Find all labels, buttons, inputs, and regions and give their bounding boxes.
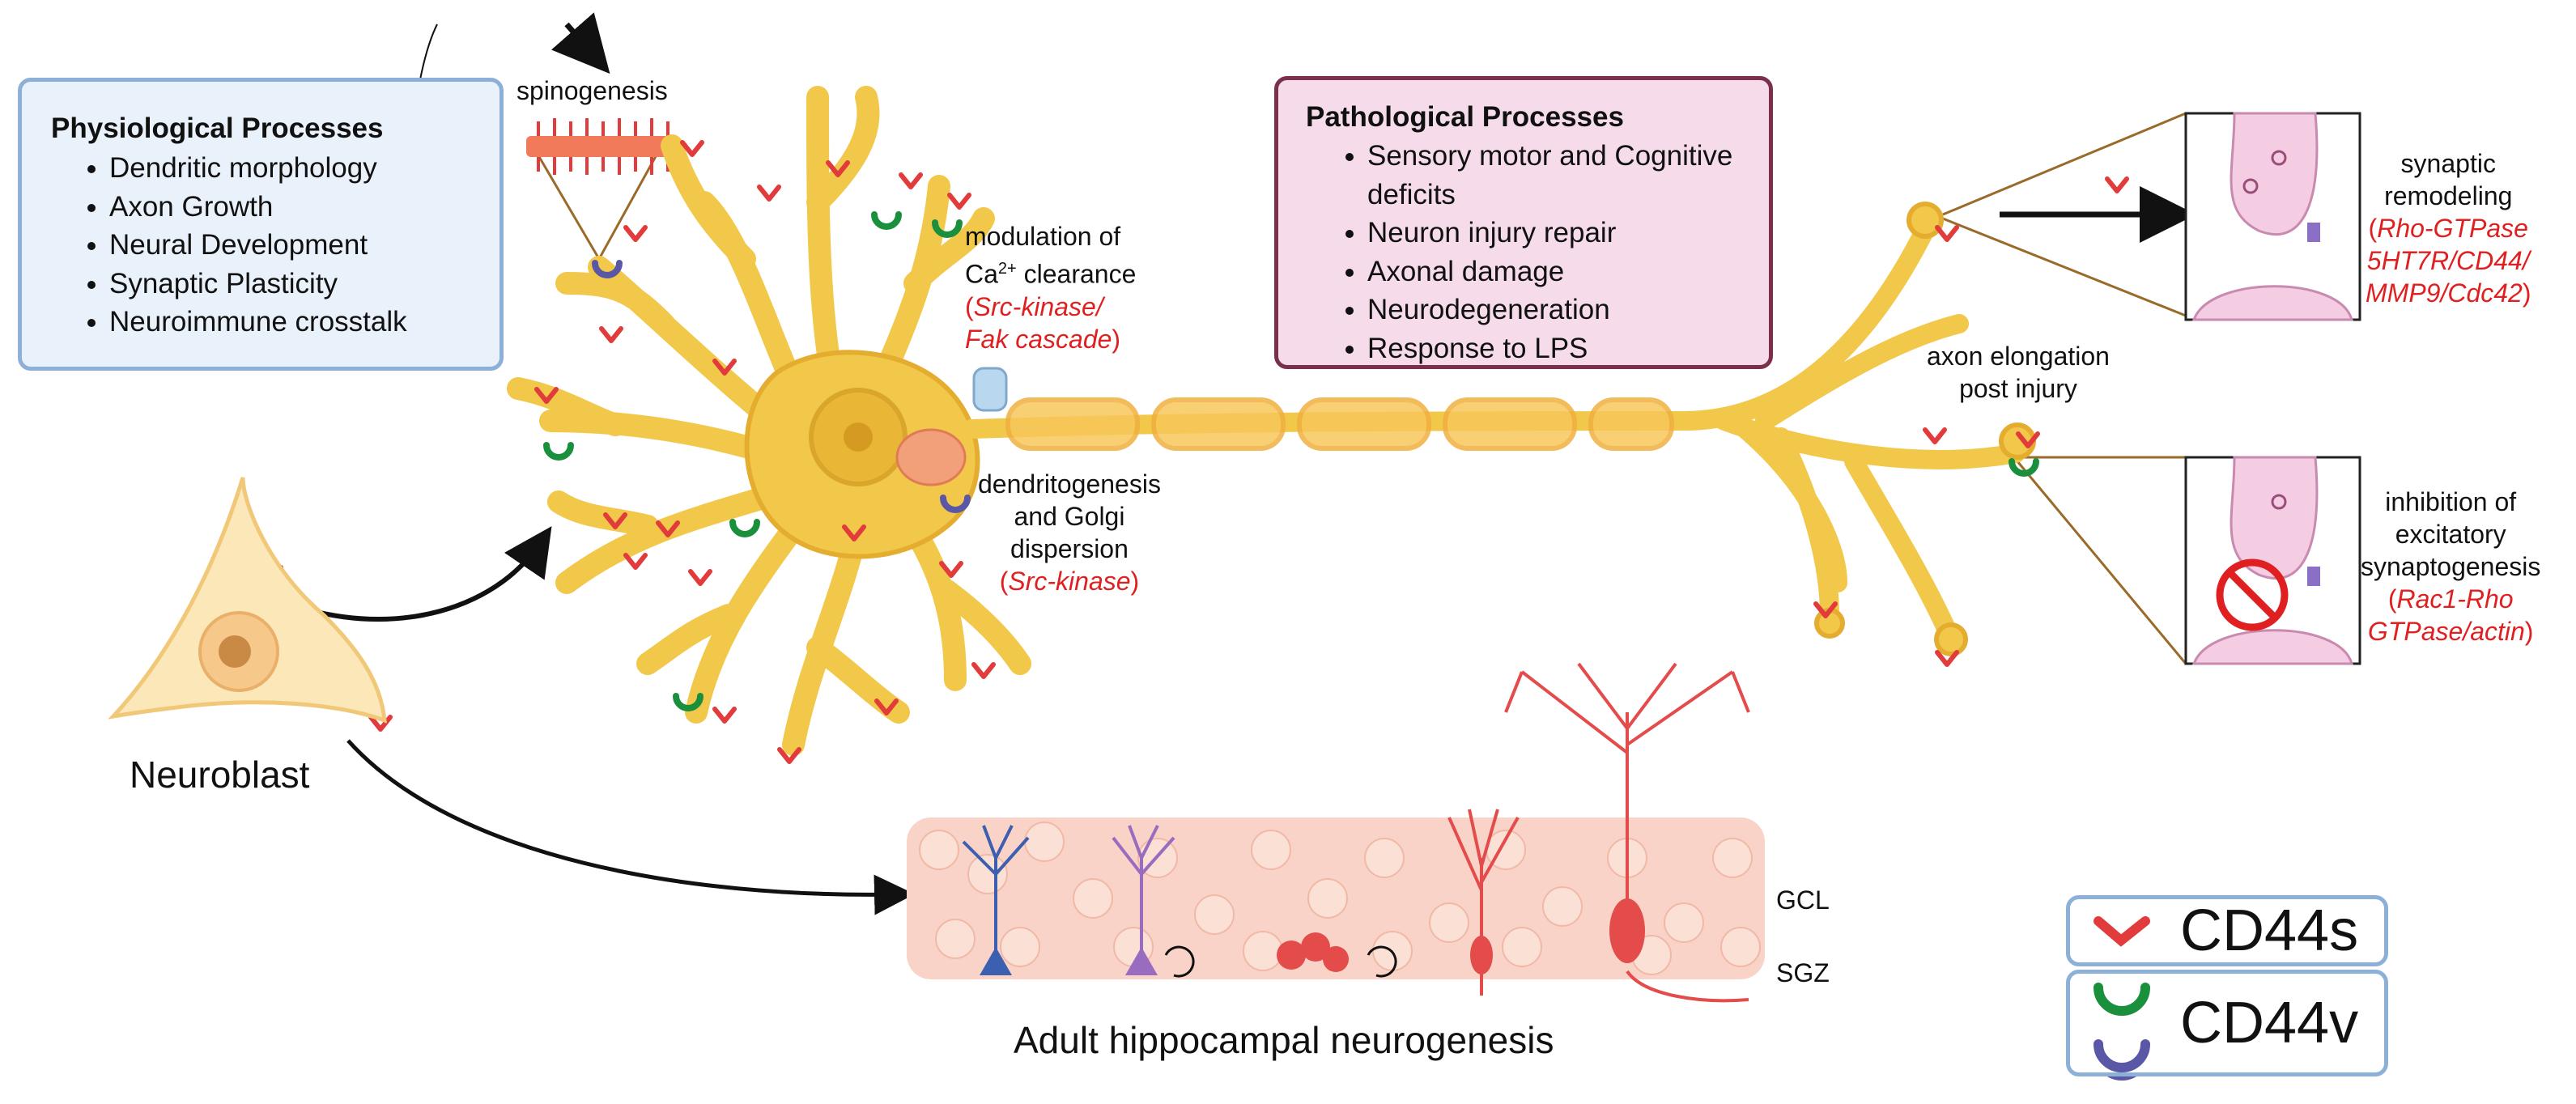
neuroblast-label: Neuroblast bbox=[130, 754, 310, 796]
inh-line1: inhibition of bbox=[2385, 487, 2517, 516]
syn-pathway-text3: MMP9/Cdc42 bbox=[2366, 278, 2523, 308]
neuroblast-to-hippocampus-arrow bbox=[346, 739, 915, 915]
physiological-title: Physiological Processes bbox=[51, 113, 384, 144]
inhibition-zoom-lines bbox=[2016, 456, 2187, 665]
list-item: Dendritic morphology bbox=[109, 149, 407, 188]
legend-cd44v: CD44v bbox=[2066, 970, 2388, 1076]
legend-cd44v-label: CD44v bbox=[2180, 991, 2359, 1055]
syn-pathway-text2: 5HT7R/CD44/ bbox=[2366, 246, 2530, 275]
list-item: Axonal damage bbox=[1367, 253, 1772, 291]
spinogenesis-label: spinogenesis bbox=[516, 76, 668, 105]
calcium-sup: 2+ bbox=[997, 260, 1017, 278]
inh-pathway2: GTPase/actin) bbox=[2367, 617, 2534, 646]
syn-line2: remodeling bbox=[2384, 181, 2513, 210]
list-item: Neuroimmune crosstalk bbox=[109, 303, 407, 342]
list-item: Synaptic Plasticity bbox=[109, 265, 407, 304]
legend-cd44s: CD44s bbox=[2066, 895, 2388, 966]
calcium-pathway-text2: Fak cascade bbox=[965, 324, 1112, 354]
hippocampal-neurogenesis-label: Adult hippocampal neurogenesis bbox=[1014, 1019, 1554, 1061]
axon-elongation-label: axon elongation post injury bbox=[1927, 340, 2110, 405]
inh-pathway1: (Rac1-Rho bbox=[2387, 584, 2514, 614]
inh-pathway-text2: GTPase/actin bbox=[2367, 617, 2525, 646]
inh-line2: excitatory bbox=[2395, 520, 2506, 549]
calcium-tail: clearance bbox=[1016, 259, 1137, 289]
dendrito-line1: dendritogenesis bbox=[978, 469, 1161, 499]
sgz-label: SGZ bbox=[1776, 958, 1830, 987]
list-item: Axon Growth bbox=[109, 188, 407, 227]
list-item: Neurodegeneration bbox=[1367, 291, 1772, 329]
synaptic-remodeling-label: synaptic remodeling (Rho-GTPase 5HT7R/CD… bbox=[2366, 147, 2531, 309]
calcium-pathway-line1: (Src-kinase/ bbox=[965, 291, 1136, 323]
dendrito-pathway: (Src-kinase) bbox=[999, 567, 1140, 596]
axon-line1: axon elongation bbox=[1927, 342, 2110, 371]
synaptic-remodeling-inset bbox=[2184, 112, 2361, 321]
syn-pathway1: (Rho-GTPase bbox=[2368, 214, 2528, 243]
pathological-processes-box: Pathological Processes Sensory motor and… bbox=[1274, 76, 1773, 369]
syn-line1: synaptic bbox=[2400, 149, 2496, 178]
calcium-line1: modulation of bbox=[965, 222, 1121, 251]
inh-line3: synaptogenesis bbox=[2361, 552, 2541, 581]
dendritogenesis-label: dendritogenesis and Golgi dispersion (Sr… bbox=[978, 468, 1161, 597]
gcl-label: GCL bbox=[1776, 885, 1830, 915]
neuron bbox=[507, 86, 2036, 756]
synapse-zoom-lines bbox=[1942, 112, 2187, 317]
legend-cd44s-label: CD44s bbox=[2180, 898, 2359, 963]
spinogenesis-arrow bbox=[551, 12, 610, 74]
dendrito-line3: dispersion bbox=[1010, 534, 1129, 563]
neuroblast-cell bbox=[108, 477, 387, 724]
list-item: Neural Development bbox=[109, 226, 407, 265]
spine-zoom-lines bbox=[529, 141, 665, 260]
calcium-clearance-label: modulation of Ca2+ clearance (Src-kinase… bbox=[965, 220, 1136, 355]
list-item: Neuron injury repair bbox=[1367, 214, 1772, 253]
syn-pathway3: MMP9/Cdc42) bbox=[2366, 278, 2531, 308]
dendrito-line2: and Golgi bbox=[1014, 502, 1125, 531]
calcium-pathway-line2: Fak cascade) bbox=[965, 323, 1136, 355]
dendrito-pathway-text: Src-kinase bbox=[1008, 567, 1131, 596]
pathological-list: Sensory motor and Cognitive deficits Neu… bbox=[1324, 137, 1772, 367]
list-item: Sensory motor and Cognitive deficits bbox=[1367, 137, 1772, 214]
calcium-pathway-text1: Src-kinase/ bbox=[973, 291, 1103, 321]
calcium-line2: Ca2+ clearance bbox=[965, 253, 1136, 291]
paren-close: ) bbox=[1112, 324, 1121, 354]
inh-pathway-text1: Rac1-Rho bbox=[2396, 584, 2514, 614]
calcium-ca: Ca bbox=[965, 259, 998, 289]
hippocampal-tissue bbox=[907, 662, 1765, 1003]
inhibition-label: inhibition of excitatory synaptogenesis … bbox=[2361, 486, 2540, 648]
physiological-processes-box: Physiological Processes Dendritic morpho… bbox=[18, 78, 504, 371]
inhibition-inset bbox=[2184, 456, 2361, 665]
spinogenesis-inset bbox=[526, 118, 676, 175]
paren-open: ( bbox=[965, 291, 974, 321]
syn-pathway-text1: Rho-GTPase bbox=[2377, 214, 2528, 243]
axon-line2: post injury bbox=[1959, 374, 2077, 403]
physiological-list: Dendritic morphology Axon Growth Neural … bbox=[66, 149, 407, 342]
pathological-title: Pathological Processes bbox=[1306, 101, 1624, 133]
list-item: Response to LPS bbox=[1367, 329, 1772, 368]
